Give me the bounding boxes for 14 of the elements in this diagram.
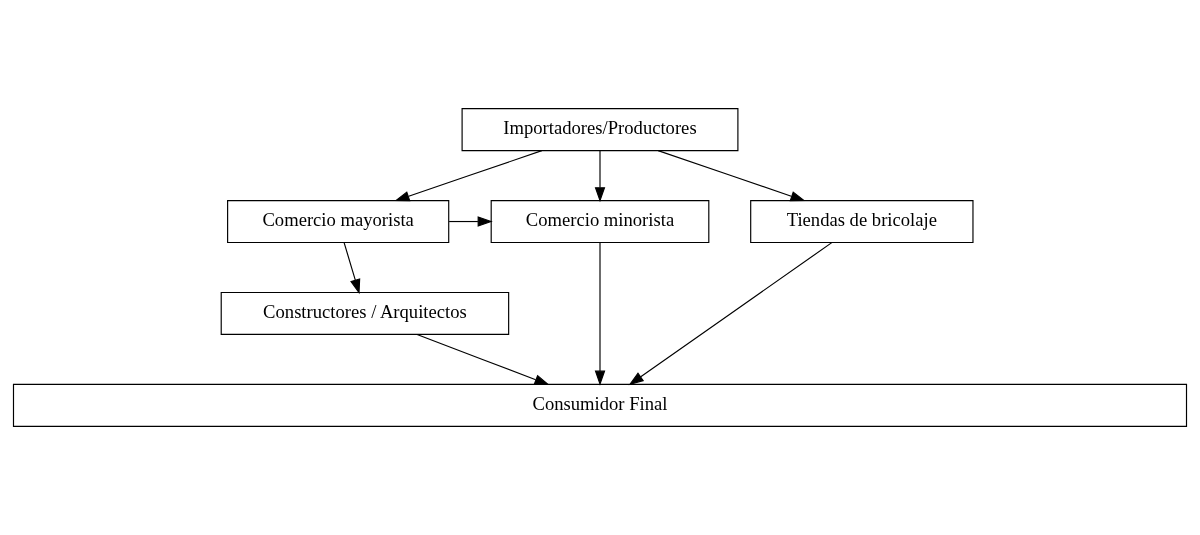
arrow	[594, 242, 606, 386]
arrow	[416, 333, 550, 386]
node-box: Constructores / Arquitectos	[220, 291, 510, 335]
arrow	[394, 150, 543, 202]
node-box: Comercio mayorista	[227, 200, 450, 244]
node-box: Importadores/Productores	[461, 108, 739, 152]
arrow	[628, 242, 833, 386]
arrow	[657, 150, 806, 202]
arrow	[594, 150, 606, 203]
arrow	[343, 242, 361, 295]
node-box: Tiendas de bricolaje	[750, 200, 974, 244]
arrow	[448, 216, 493, 227]
node-box: Consumidor Final	[12, 383, 1188, 427]
node-box: Comercio minorista	[490, 200, 710, 244]
